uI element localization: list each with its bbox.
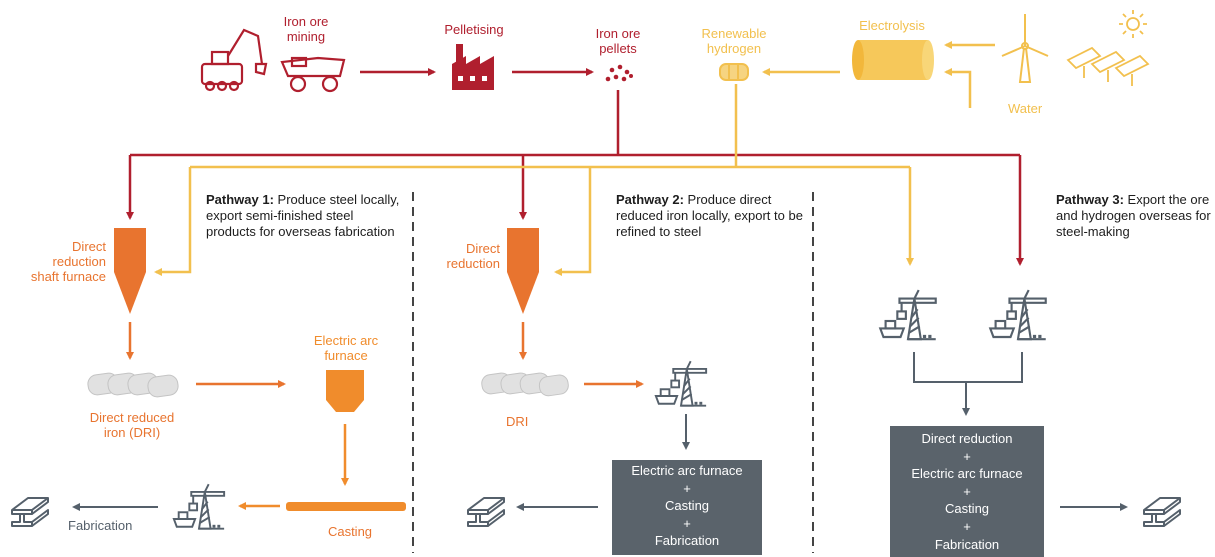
- label-water: Water: [1008, 101, 1043, 116]
- label-electric-arc-furnace: Electric arc furnace: [313, 333, 379, 363]
- label-iron-ore-mining: Iron ore mining: [283, 14, 329, 44]
- label-dri: Direct reduced iron (DRI): [89, 410, 175, 440]
- casting-slab-icon: [286, 502, 406, 511]
- steel-beam-icon: [467, 497, 505, 527]
- wind-turbine-icon: [1001, 14, 1049, 83]
- pathway-3-processing-box: Direct reduction + Electric arc furnace …: [890, 426, 1044, 557]
- label-shaft-furnace: Direct reduction shaft furnace: [30, 239, 106, 284]
- pathway-2-description: Pathway 2: Produce direct reduced iron l…: [616, 192, 803, 239]
- port-crane-ship-icon: [879, 288, 937, 341]
- ore-distribution-lines: [126, 90, 1024, 266]
- label-fabrication: Fabrication: [68, 518, 133, 533]
- port-crane-ship-icon: [172, 483, 226, 530]
- label-dri: DRI: [506, 414, 529, 429]
- label-electrolysis: Electrolysis: [859, 18, 925, 33]
- pathway-2-processing-box: Electric arc furnace + Casting + Fabrica…: [612, 460, 762, 555]
- steel-beam-icon: [1143, 497, 1181, 527]
- pathway3-merge-lines: [913, 352, 1023, 416]
- electrolyser-icon: [852, 40, 934, 80]
- label-casting: Casting: [327, 524, 373, 539]
- pathway-1-description: Pathway 1: Produce steel locally, export…: [206, 192, 400, 239]
- label-pelletising: Pelletising: [444, 22, 504, 37]
- hydrogen-distribution-lines: [154, 84, 914, 276]
- label-renewable-hydrogen: Renewable hydrogen: [701, 26, 767, 56]
- shaft-furnace-icon: [507, 228, 539, 314]
- dri-briquettes-icon: [86, 371, 180, 399]
- excavator-icon: [200, 28, 268, 92]
- factory-icon: [452, 44, 494, 90]
- pathway-3-description: Pathway 3: Export the ore and hydrogen o…: [1056, 192, 1211, 239]
- arc-furnace-icon: [326, 370, 364, 412]
- sun-icon: [1119, 10, 1147, 38]
- arrow-water-to-electrolysis: [944, 68, 972, 108]
- solar-panels-icon: [1066, 46, 1150, 86]
- steel-beam-icon: [11, 497, 49, 527]
- label-direct-reduction: Direct reduction: [446, 241, 500, 271]
- hydrogen-tank-icon: [719, 63, 749, 81]
- pellets-icon: [605, 64, 633, 82]
- port-crane-ship-icon: [989, 288, 1047, 341]
- haul-truck-icon: [280, 56, 346, 93]
- dri-briquettes-icon: [480, 371, 570, 398]
- shaft-furnace-icon: [114, 228, 146, 314]
- port-crane-ship-icon: [654, 360, 708, 407]
- label-iron-ore-pellets: Iron ore pellets: [595, 26, 641, 56]
